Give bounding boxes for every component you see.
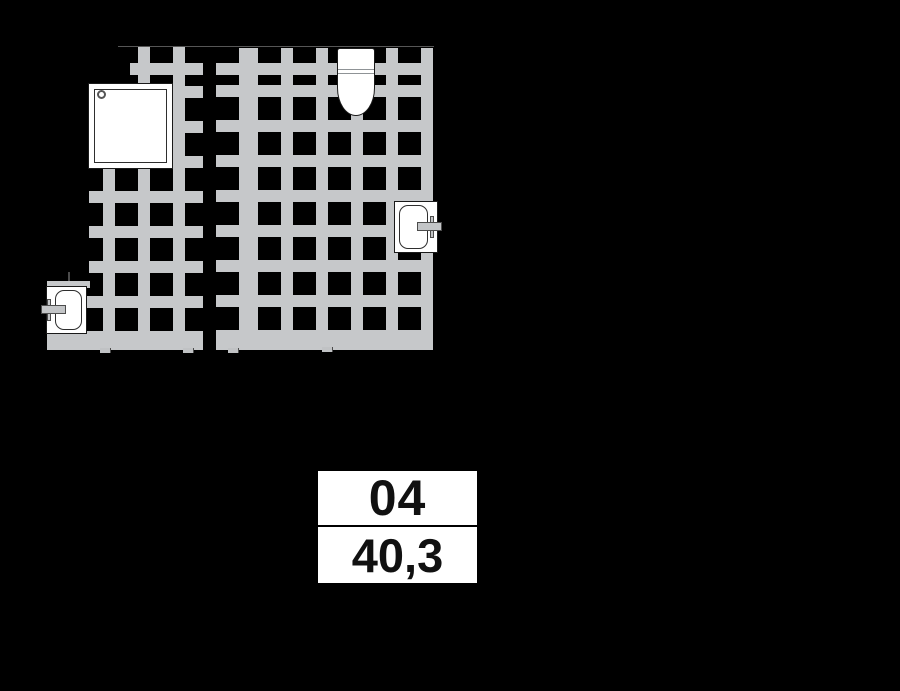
toilet-seat-line xyxy=(338,73,374,74)
unit-label-box[interactable]: 04 40,3 xyxy=(318,470,477,583)
shower-drain-icon xyxy=(97,90,106,99)
wall-junction-mark xyxy=(183,348,194,353)
room-right-bottom-wall-band xyxy=(216,336,433,350)
tap-icon xyxy=(41,305,66,314)
toilet-seat-line xyxy=(338,69,374,70)
room-left-bottom-wall-band xyxy=(47,336,203,350)
shower-tray-icon xyxy=(88,83,173,169)
wall-junction-mark xyxy=(322,347,333,352)
top-wall-line xyxy=(118,46,434,47)
unit-area: 40,3 xyxy=(318,527,477,583)
toilet-icon xyxy=(337,48,375,116)
alcove-wall-patch xyxy=(47,281,90,288)
unit-number: 04 xyxy=(318,470,477,526)
room-bathroom-right xyxy=(216,48,433,350)
unit-label-divider xyxy=(318,525,477,527)
wall-tick xyxy=(68,272,70,281)
shower-tray-inner-rim xyxy=(94,89,167,163)
tap-icon xyxy=(417,222,442,231)
wall-junction-mark xyxy=(100,348,111,353)
wall-junction-mark xyxy=(228,348,239,353)
